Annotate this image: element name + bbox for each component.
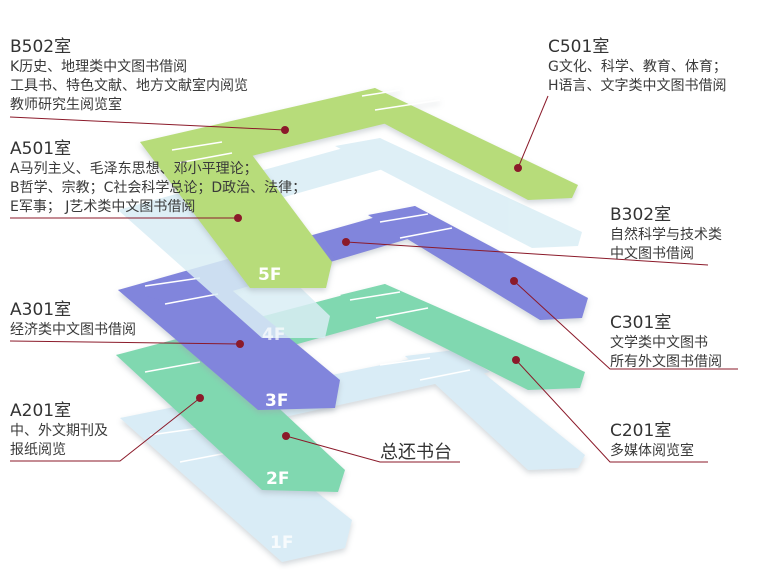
floor-5-right-wing bbox=[340, 88, 578, 200]
floor-5-tag: 5F bbox=[258, 265, 281, 285]
floor-4-tag: 4F bbox=[262, 325, 285, 345]
room-desc-line: 报纸阅览 bbox=[10, 442, 66, 458]
leader-desk bbox=[285, 435, 460, 463]
room-name-a301: A301室 bbox=[10, 300, 72, 320]
room-desc-line: 教师研究生阅览室 bbox=[10, 97, 122, 113]
room-name-c201: C201室 bbox=[610, 421, 672, 441]
floor-1-tag: 1F bbox=[270, 533, 293, 553]
room-label-c201: C201室 多媒体阅览室 bbox=[610, 420, 694, 461]
marker-c201 bbox=[512, 356, 520, 364]
marker-c501 bbox=[514, 164, 522, 172]
room-desc-line: 中文图书借阅 bbox=[610, 246, 694, 262]
room-name-b302: B302室 bbox=[610, 205, 672, 225]
floor-3-left-wing bbox=[118, 272, 340, 410]
room-desc-line: A马列主义、毛泽东思想、邓小平理论； bbox=[10, 161, 258, 177]
room-desc-line: G文化、科学、教育、体育； bbox=[548, 59, 727, 75]
marker-b302 bbox=[342, 238, 350, 246]
room-name-a201: A201室 bbox=[10, 401, 72, 421]
floor-2-tag: 2F bbox=[266, 469, 289, 489]
leader-c301 bbox=[513, 280, 738, 370]
floor-1-right-wing bbox=[405, 350, 585, 470]
leader-b502 bbox=[9, 116, 286, 131]
leader-b302 bbox=[345, 241, 709, 266]
marker-a501 bbox=[234, 214, 242, 222]
floor-2-right-wing bbox=[340, 284, 585, 390]
room-label-a301: A301室 经济类中文图书借阅 bbox=[10, 299, 136, 340]
floor-4-left-wing bbox=[118, 196, 330, 338]
room-label-b502: B502室 K历史、地理类中文图书借阅 工具书、特色文献、地方文献室内阅览 教师… bbox=[10, 36, 248, 115]
room-label-a201: A201室 中、外文期刊及 报纸阅览 bbox=[10, 400, 108, 460]
room-desc-line: 所有外文图书借阅 bbox=[610, 354, 722, 370]
marker-a301 bbox=[236, 340, 244, 348]
room-label-c501: C501室 G文化、科学、教育、体育； H语言、文字类中文图书借阅 bbox=[548, 36, 727, 96]
room-desc-line: 中、外文期刊及 bbox=[10, 423, 108, 439]
leader-a201 bbox=[10, 397, 201, 462]
room-label-c301: C301室 文学类中文图书 所有外文图书借阅 bbox=[610, 312, 722, 372]
room-label-b302: B302室 自然科学与技术类 中文图书借阅 bbox=[610, 204, 722, 264]
floor-5-slab bbox=[140, 88, 578, 288]
floor-4-right-wing bbox=[335, 138, 582, 248]
leader-c501 bbox=[517, 95, 549, 169]
room-desc-line: 工具书、特色文献、地方文献室内阅览 bbox=[10, 78, 248, 94]
leader-c201 bbox=[515, 359, 708, 463]
room-desc-line: K历史、地理类中文图书借阅 bbox=[10, 59, 188, 75]
room-desc-line: H语言、文字类中文图书借阅 bbox=[548, 78, 727, 94]
marker-c301 bbox=[510, 277, 518, 285]
floor-1-left-wing bbox=[120, 406, 352, 562]
floor-5-top-bar bbox=[140, 88, 408, 168]
floor-5-left-wing bbox=[140, 128, 332, 288]
marker-b502 bbox=[281, 126, 289, 134]
room-desc-line: B哲学、宗教；C社会科学总论；D政治、法律； bbox=[10, 180, 307, 196]
floor-2-left-wing bbox=[116, 340, 345, 492]
marker-a201 bbox=[196, 394, 204, 402]
room-name-a501: A501室 bbox=[10, 139, 72, 159]
room-desc-line: 自然科学与技术类 bbox=[610, 227, 722, 243]
return-desk-label: 总还书台 bbox=[380, 442, 452, 463]
room-name-c301: C301室 bbox=[610, 313, 672, 333]
room-desc-line: 经济类中文图书借阅 bbox=[10, 322, 136, 338]
leader-a301 bbox=[9, 340, 241, 345]
room-desc-line: E军事； J艺术类中文图书借阅 bbox=[10, 199, 196, 215]
room-label-a501: A501室 A马列主义、毛泽东思想、邓小平理论； B哲学、宗教；C社会科学总论；… bbox=[10, 138, 306, 217]
marker-desk bbox=[282, 432, 290, 440]
floor-3-right-wing bbox=[368, 206, 588, 320]
floor-3-tag: 3F bbox=[265, 391, 288, 411]
room-name-c501: C501室 bbox=[548, 37, 610, 57]
room-name-b502: B502室 bbox=[10, 37, 72, 57]
room-desc-line: 文学类中文图书 bbox=[610, 335, 708, 351]
room-desc-line: 多媒体阅览室 bbox=[610, 443, 694, 459]
